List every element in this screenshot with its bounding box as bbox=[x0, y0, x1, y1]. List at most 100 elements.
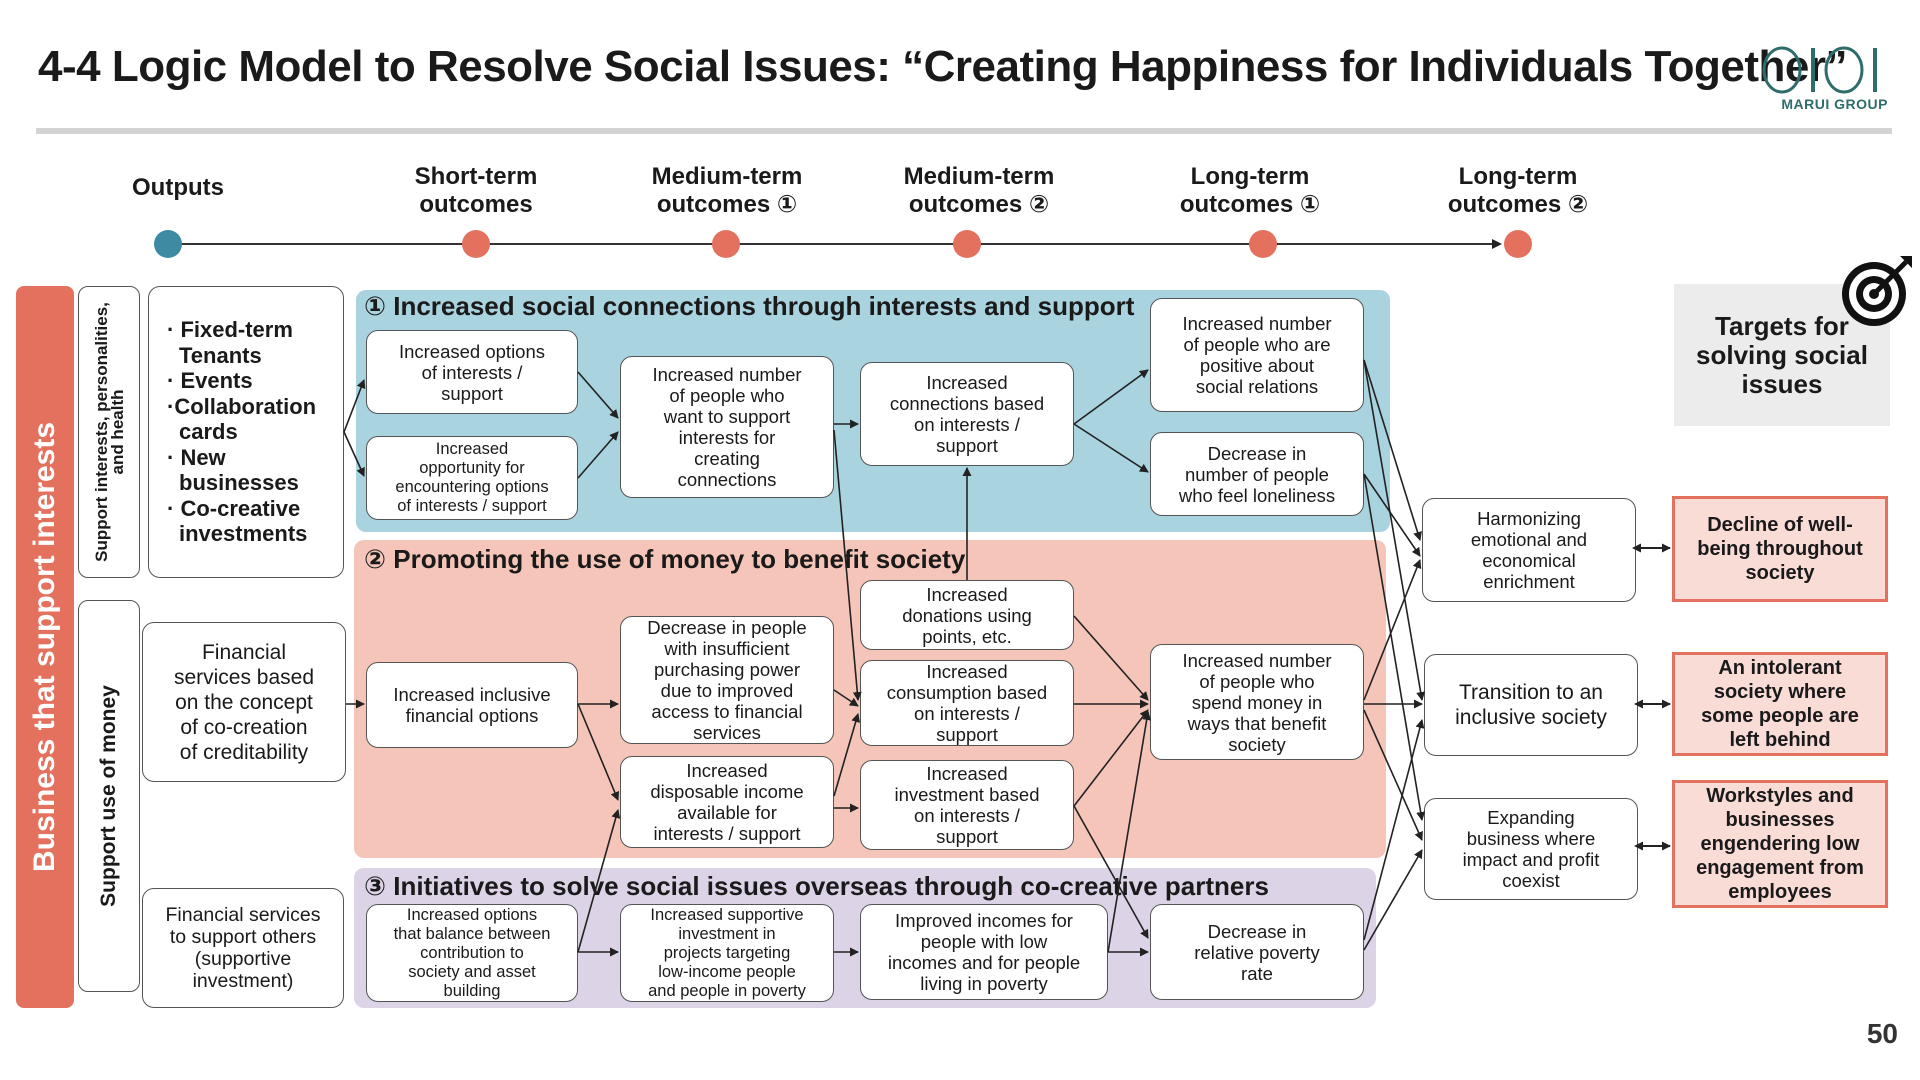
box-line: Increased bbox=[926, 661, 1008, 682]
box-line: incomes and for people bbox=[887, 952, 1081, 973]
output-financial-services-box: Financial services based on the concept … bbox=[142, 622, 346, 782]
box-line: inclusive society bbox=[1455, 706, 1607, 729]
box-line: of co-creation bbox=[180, 715, 308, 739]
box-line: consumption based bbox=[886, 682, 1048, 703]
box-line: Increased number bbox=[1182, 649, 1332, 671]
box-line: interests for bbox=[678, 427, 776, 448]
box-line: due to improved bbox=[660, 680, 794, 701]
box-line: financial options bbox=[405, 705, 539, 726]
box-line: support bbox=[936, 435, 998, 456]
box-line: of people who bbox=[1199, 670, 1315, 692]
box-line: social relations bbox=[1195, 376, 1319, 397]
box-line: society where bbox=[1713, 681, 1847, 703]
box-line: emotional and bbox=[1470, 529, 1588, 550]
box-line: points, etc. bbox=[922, 625, 1012, 647]
box-line: Decline of well- bbox=[1707, 514, 1853, 536]
box-line: of people who are bbox=[1183, 334, 1331, 355]
output-item: · Events bbox=[167, 368, 253, 394]
box-line: businesses bbox=[1725, 809, 1835, 831]
box-line: Workstyles and bbox=[1706, 785, 1854, 807]
box-line: purchasing power bbox=[653, 659, 800, 680]
box-line: investment) bbox=[192, 970, 294, 992]
timeline-dot-medium-1 bbox=[712, 230, 740, 258]
box-line: some people are bbox=[1701, 705, 1859, 727]
sidebar-sub1-label: Support interests, personalities, and he… bbox=[92, 302, 127, 562]
sidebar-business-support-interests bbox=[16, 286, 74, 1008]
stage-label: outcomes ② bbox=[1447, 191, 1589, 218]
box-line: of interests / support bbox=[397, 497, 547, 515]
box-line: Decrease in people bbox=[647, 617, 807, 638]
stage-label: Medium-term bbox=[903, 163, 1055, 190]
box-line: Increased bbox=[926, 372, 1008, 393]
box-line: engagement from bbox=[1696, 857, 1864, 879]
sidebar-support-money-box bbox=[78, 600, 140, 992]
box-line: services bbox=[693, 722, 761, 743]
box-line: people with low bbox=[920, 931, 1048, 952]
timeline-dot-outputs bbox=[154, 230, 182, 258]
box-line: Increased bbox=[926, 763, 1008, 784]
stage-label: Short-term bbox=[414, 163, 538, 190]
box-line: available for bbox=[677, 802, 777, 823]
box-line: on interests / bbox=[914, 805, 1020, 826]
box-line: impact and profit bbox=[1462, 849, 1600, 870]
band-title-2: ② Promoting the use of money to benefit … bbox=[364, 544, 966, 574]
box-line: living in poverty bbox=[920, 973, 1048, 994]
box-line: economical bbox=[1482, 550, 1576, 571]
box-line: connections bbox=[677, 469, 777, 490]
box-line: Increased number bbox=[652, 364, 802, 385]
sidebar-main-label: Business that support interests bbox=[28, 421, 61, 873]
stage-long-term-1: Long-term outcomes ① bbox=[1160, 163, 1340, 219]
title-divider bbox=[36, 128, 1892, 134]
box-line: spend money in bbox=[1191, 691, 1323, 713]
output-item: · Co-creative bbox=[167, 495, 301, 521]
output-item: · New bbox=[167, 444, 226, 470]
box-line: engendering low bbox=[1700, 833, 1860, 855]
box-line: relative poverty bbox=[1194, 941, 1320, 963]
stage-long-term-2: Long-term outcomes ② bbox=[1428, 163, 1608, 219]
box-line: being throughout bbox=[1697, 538, 1863, 560]
box-line: Increased inclusive bbox=[393, 684, 551, 705]
stage-label: outcomes ② bbox=[908, 191, 1050, 218]
box-line: investment based bbox=[894, 784, 1040, 805]
marui-logo-icon bbox=[1762, 46, 1877, 94]
box-line: positive about bbox=[1199, 355, 1315, 376]
stage-outputs: Outputs bbox=[118, 174, 238, 202]
timeline-dot-medium-2 bbox=[953, 230, 981, 258]
stage-label: Long-term bbox=[1458, 163, 1578, 190]
timeline-dot-long-2 bbox=[1504, 230, 1532, 258]
box-line: Expanding bbox=[1487, 807, 1575, 828]
box-line: ways that benefit bbox=[1187, 712, 1327, 734]
box-line: support bbox=[936, 826, 998, 847]
stage-label: Medium-term bbox=[651, 163, 803, 190]
output-item: businesses bbox=[179, 470, 299, 496]
box-line: want to support bbox=[663, 406, 791, 427]
stage-label: Outputs bbox=[132, 174, 224, 201]
box-line: coexist bbox=[1502, 870, 1560, 891]
box-line: on interests / bbox=[914, 703, 1020, 724]
output-supportive-investment-box: Financial services to support others (su… bbox=[142, 888, 344, 1008]
output-item: Tenants bbox=[179, 342, 262, 368]
box-line: business where bbox=[1466, 828, 1596, 849]
output-item: cards bbox=[179, 419, 238, 445]
box-line: employees bbox=[1728, 881, 1832, 903]
box-line: Increased bbox=[435, 440, 509, 458]
band-title-3: ③ Initiatives to solve social issues ove… bbox=[364, 871, 1269, 901]
box-line: with insufficient bbox=[664, 638, 790, 659]
output-item: ·Collaboration bbox=[167, 393, 317, 419]
box-line: issues bbox=[1741, 368, 1823, 399]
box-line: solving social bbox=[1696, 339, 1868, 370]
box-line: services based bbox=[173, 665, 315, 689]
box-line: Increased options bbox=[406, 905, 538, 924]
box-line: creating bbox=[694, 448, 760, 469]
